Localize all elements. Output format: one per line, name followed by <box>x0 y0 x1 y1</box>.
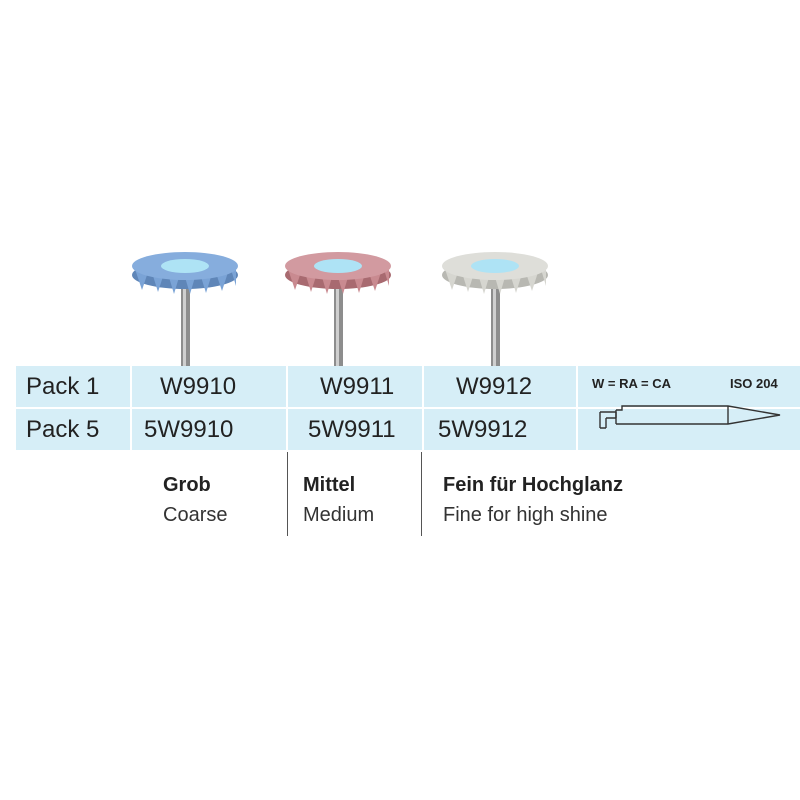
iso-label: ISO 204 <box>730 376 778 391</box>
pack5-label: Pack 5 <box>26 416 100 443</box>
pack5-code-coarse: 5W9910 <box>144 416 234 443</box>
grade-separator <box>421 452 422 536</box>
grade-medium: Mittel Medium <box>303 470 374 530</box>
pack5-code-fine: 5W9912 <box>438 416 528 443</box>
polisher-blue-image <box>130 240 240 370</box>
pack1-code-coarse: W9910 <box>160 373 237 400</box>
column-divider <box>286 366 288 450</box>
grade-separator <box>287 452 288 536</box>
pack1-label: Pack 1 <box>26 373 100 400</box>
polisher-grey-image <box>440 240 550 370</box>
shank-ra-icon <box>599 405 781 429</box>
grade-coarse-en: Coarse <box>163 504 228 526</box>
grade-coarse: Grob Coarse <box>163 470 227 530</box>
column-divider <box>422 366 424 450</box>
grade-fine-en: Fine for high shine <box>443 504 608 526</box>
row-divider <box>16 407 800 409</box>
grade-medium-en: Medium <box>303 504 375 526</box>
grade-coarse-de: Grob <box>163 474 211 496</box>
grade-medium-de: Mittel <box>303 474 356 496</box>
table-row-pack5: Pack 5 5W9910 5W9911 5W9912 <box>16 409 800 450</box>
polisher-pink-image <box>283 240 393 370</box>
column-divider <box>576 366 578 450</box>
pack1-code-fine: W9912 <box>456 373 533 400</box>
product-code-table: Pack 1 W9910 W9911 W9912 Pack 5 5W9910 5… <box>16 366 800 450</box>
column-divider <box>130 366 132 450</box>
table-row-pack1: Pack 1 W9910 W9911 W9912 <box>16 366 800 407</box>
shank-type-label: W = RA = CA <box>592 376 671 391</box>
pack5-code-medium: 5W9911 <box>308 416 396 443</box>
grade-fine: Fein für Hochglanz Fine for high shine <box>443 470 623 530</box>
pack1-code-medium: W9911 <box>320 373 395 400</box>
grade-fine-de: Fein für Hochglanz <box>443 474 623 496</box>
shank-diagram: W = RA = CA ISO 204 <box>578 366 784 450</box>
